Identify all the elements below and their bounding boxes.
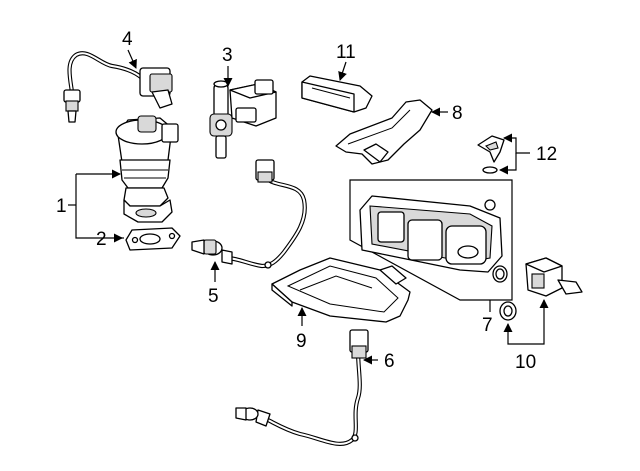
callout-7: 7 [482,315,493,336]
callout-2: 2 [96,229,107,250]
callout-numbers: 4 3 11 8 12 1 2 5 7 9 10 6 [56,29,557,373]
canister-filter [525,257,583,297]
callout-12: 12 [536,144,557,165]
evap-canister-box [349,179,513,301]
canister-o-ring [499,301,517,321]
egr-valve [115,115,179,223]
callout-9: 9 [296,331,307,352]
purge-clip [477,135,505,174]
canister-tray [271,257,411,323]
callout-5: 5 [208,286,219,307]
downstream-oxygen-sensor [235,329,369,446]
callout-3: 3 [222,45,233,66]
callout-4: 4 [122,29,133,50]
canister-bracket [335,99,433,165]
callout-11: 11 [336,42,356,63]
callout-8: 8 [452,103,463,124]
callout-6: 6 [384,351,395,372]
egr-gasket [125,227,181,251]
callout-10: 10 [515,352,536,373]
callout-1: 1 [56,196,67,217]
purge-solenoid [209,79,277,159]
sensor-cover [301,75,373,113]
upstream-oxygen-sensor [63,51,173,123]
secondary-oxygen-sensor [191,159,307,269]
leader-lines [68,49,549,365]
